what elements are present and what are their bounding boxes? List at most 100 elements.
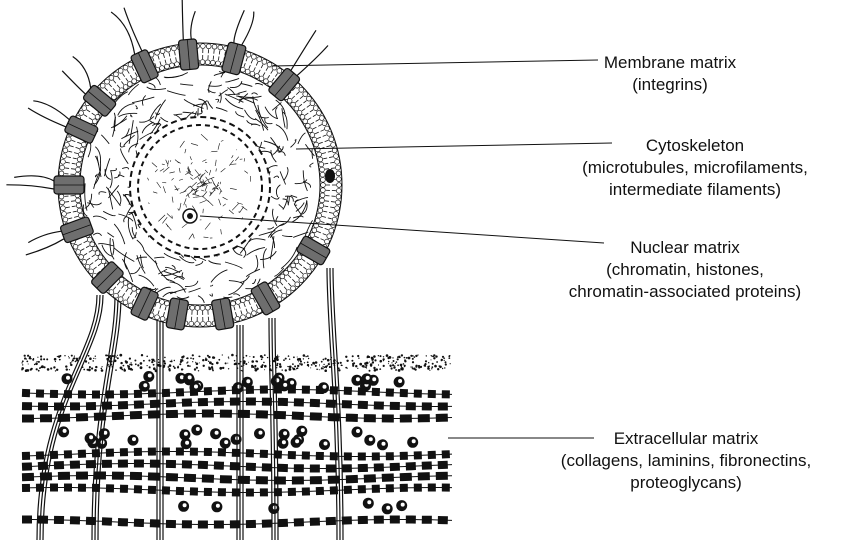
lipid-head (325, 126, 330, 131)
label-extracellular-matrix: Extracellular matrix (collagens, laminin… (510, 428, 862, 494)
lipid-head (85, 264, 90, 269)
lipid-head (319, 162, 324, 167)
lipid-head (336, 200, 341, 205)
lipid-head (165, 64, 170, 69)
lipid-head (109, 290, 114, 295)
cell-illustration (6, 0, 342, 330)
lipid-head (160, 300, 165, 305)
label-membrane-matrix: Membrane matrix (integrins) (540, 52, 800, 96)
lipid-head (277, 68, 282, 73)
lipid-head (336, 194, 341, 199)
integrin-tail (28, 108, 66, 127)
lipid-head (320, 177, 325, 182)
lipid-head (294, 106, 299, 111)
lipid-head (65, 142, 70, 147)
lipid-head (170, 63, 175, 68)
lipid-head (63, 217, 68, 222)
lipid-head (128, 303, 133, 308)
lipid-head (200, 60, 205, 65)
lipid-head (123, 300, 128, 305)
label-membrane-name: Membrane matrix (540, 52, 800, 74)
lipid-head (123, 85, 128, 90)
lipid-head (98, 255, 103, 260)
lipid-head (109, 75, 114, 80)
lipid-head (155, 50, 160, 55)
lipid-head (236, 300, 241, 305)
lipid-head (127, 82, 132, 87)
lipid-head (89, 269, 94, 274)
integrin-tail (6, 185, 54, 189)
lipid-head (286, 290, 291, 295)
lipid-head (250, 71, 255, 76)
lipid-head (334, 154, 339, 159)
label-cytoskeleton-detail-1: (microtubules, microfilaments, (530, 157, 860, 179)
lipid-head (316, 111, 321, 116)
lipid-head (280, 274, 285, 279)
lipid-head (303, 119, 308, 124)
lipid-head (92, 119, 97, 124)
lipid-head (295, 282, 300, 287)
lipid-head (310, 101, 315, 106)
lipid-head (175, 62, 180, 67)
lipid-head (200, 306, 205, 311)
label-extracellular-name: Extracellular matrix (510, 428, 862, 450)
lipid-head (319, 203, 324, 208)
lipid-head (297, 110, 302, 115)
lipid-head (318, 208, 323, 213)
lipid-head (205, 305, 210, 310)
lipid-head (300, 115, 305, 120)
lipid-head (257, 57, 262, 62)
integrin-receptor (54, 176, 84, 194)
lipid-head (329, 228, 334, 233)
lipid-head (327, 234, 332, 239)
lipid-head (114, 72, 119, 77)
lipid-head (216, 61, 221, 66)
lipid-head (189, 321, 194, 326)
lipid-head (294, 259, 299, 264)
integrin-tail (297, 46, 328, 76)
lipid-head (76, 167, 81, 172)
lipid-head (336, 165, 341, 170)
lipid-head (240, 298, 245, 303)
lipid-head (78, 152, 83, 157)
lipid-head (267, 62, 272, 67)
integrin-receptor (178, 39, 199, 70)
lipid-head (315, 147, 320, 152)
label-nuclear-name: Nuclear matrix (520, 237, 850, 259)
lipid-head (307, 269, 312, 274)
lipid-head (195, 306, 200, 311)
lipid-head (332, 217, 337, 222)
lipid-head (246, 313, 251, 318)
lipid-head (297, 255, 302, 260)
lipid-head (322, 121, 327, 126)
lipid-head (77, 157, 82, 162)
lipid-head (312, 137, 317, 142)
lipid-head (235, 316, 240, 321)
integrin-tail (28, 231, 61, 242)
lipid-head (59, 194, 64, 199)
lipid-head (77, 208, 82, 213)
lipid-head (317, 152, 322, 157)
lipid-head (241, 315, 246, 320)
lipid-head (190, 305, 195, 310)
lipid-head (314, 142, 319, 147)
lipid-head (61, 159, 66, 164)
label-membrane-detail: (integrins) (540, 74, 800, 96)
lipid-head (60, 200, 65, 205)
integrin-tail (33, 101, 69, 120)
label-cytoskeleton: Cytoskeleton (microtubules, microfilamen… (530, 135, 860, 201)
lipid-head (245, 296, 250, 301)
lipid-head (287, 267, 292, 272)
lipid-head (335, 206, 340, 211)
lipid-head (307, 96, 312, 101)
lipid-head (66, 137, 71, 142)
lipid-head (320, 193, 325, 198)
lipid-head (212, 44, 217, 49)
lipid-head (321, 183, 326, 188)
lipid-head (95, 251, 100, 256)
lipid-head (201, 44, 206, 49)
lipid-head (327, 131, 332, 136)
lipid-head (79, 111, 84, 116)
lipid-head (100, 83, 105, 88)
lipid-head (231, 301, 236, 306)
